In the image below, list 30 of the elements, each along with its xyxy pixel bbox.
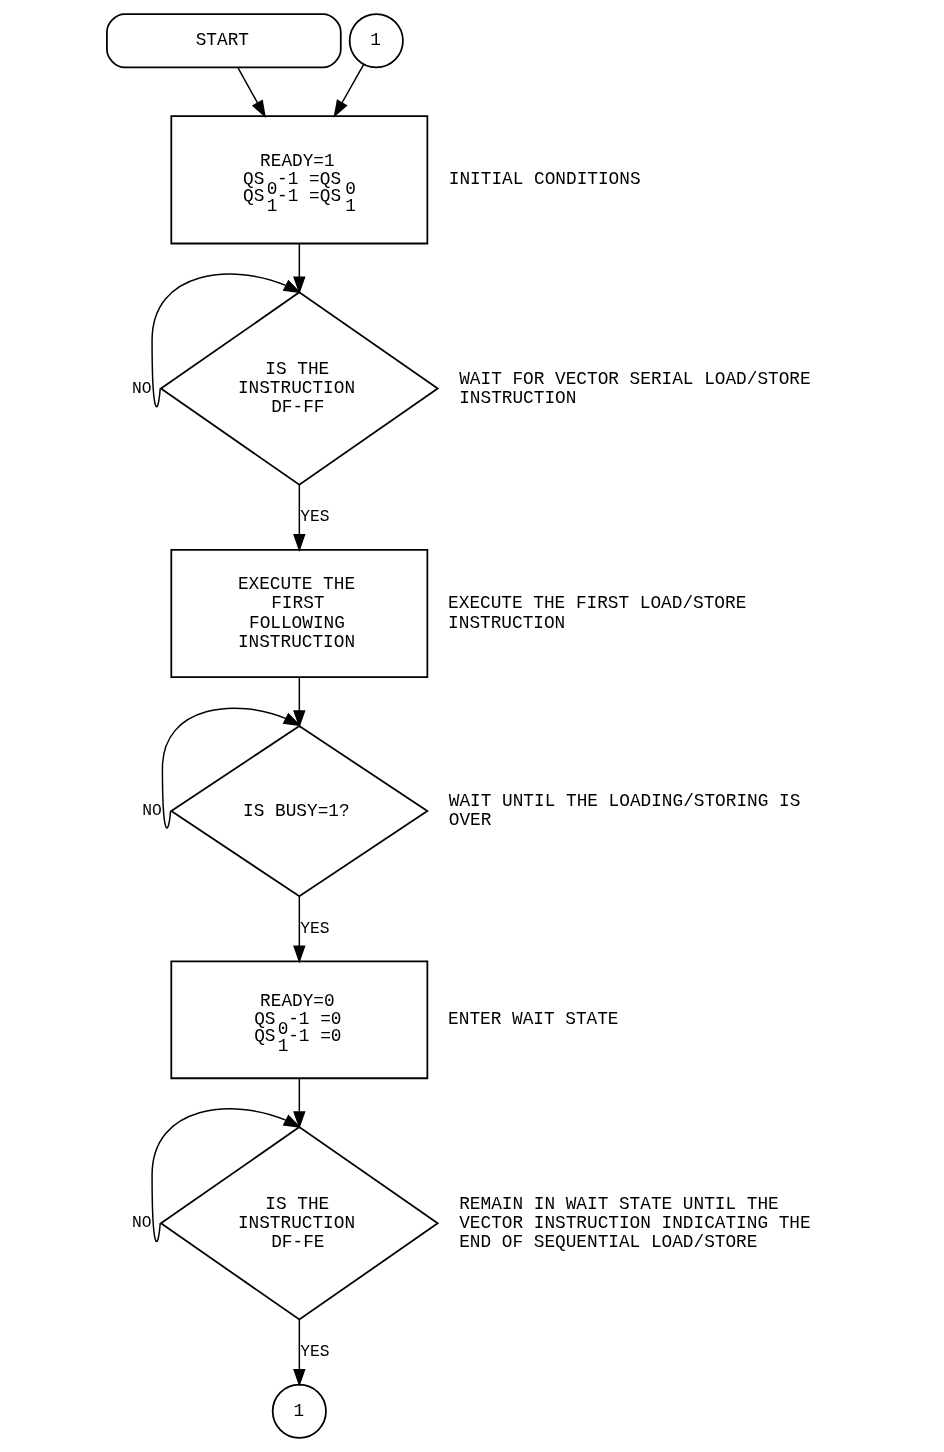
edge-label: YES [299,918,330,938]
arrow [292,484,306,552]
node-label: REMAIN IN WAIT STATE UNTIL THE VECTOR INSTRUCTION INDICATING THE END OF SEQUENTIAL LOAD/STORE [458,1193,811,1253]
arrow [161,707,301,829]
arrow [150,273,301,408]
node-label: INITIAL CONDITIONS [448,169,641,190]
arrow [292,676,306,729]
node-diamond: IS THE INSTRUCTION DF-FF [158,291,439,486]
arrow [333,63,364,118]
node-label: EXECUTE THE FIRST LOAD/STORE INSTRUCTION [447,593,746,633]
node-diamond: IS BUSY=1? [169,724,429,898]
edge-label: NO [131,378,151,398]
node-box: START [105,13,342,69]
node-label: WAIT FOR VECTOR SERIAL LOAD/STORE INSTRUCTION [458,368,811,408]
edge-label: NO [131,1213,151,1233]
arrow [292,242,306,295]
node-label: ENTER WAIT STATE [447,1009,619,1030]
node-box: EXECUTE THE FIRST FOLLOWING INSTRUCTION [169,549,428,679]
edge-label: YES [299,507,330,527]
node-label: WAIT UNTIL THE LOADING/STORING IS OVER [448,791,800,831]
arrow [292,1319,306,1387]
node-circle: 1 [348,13,404,69]
edge-label: NO [141,801,162,821]
arrow [236,67,266,119]
edge-label: YES [299,1342,330,1362]
arrow [292,1078,306,1130]
node-diamond: IS THE INSTRUCTION DF-FE [158,1126,439,1321]
arrow [292,895,306,964]
node-circle: 1 [271,1383,327,1439]
arrow [150,1108,301,1243]
